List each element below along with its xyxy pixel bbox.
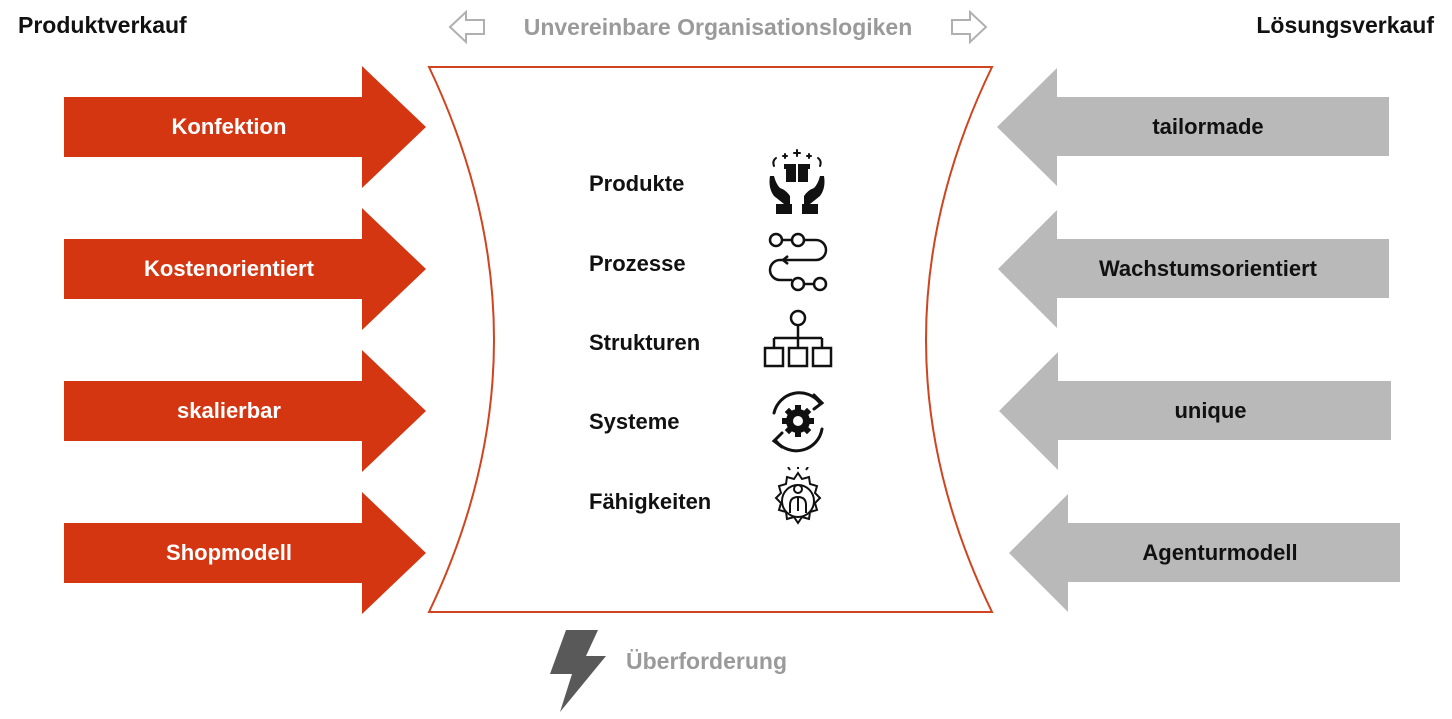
right-arrow-label-1: tailormade: [1152, 113, 1264, 139]
hands-with-gift-icon: [769, 149, 825, 214]
center-shape: [427, 66, 994, 613]
left-arrow-label-2: Kostenorientiert: [144, 256, 314, 281]
left-arrow-1: [64, 66, 426, 188]
arrow-right-outline-icon: [951, 10, 988, 44]
left-arrow-3: [64, 350, 426, 472]
right-arrow-label-3: unique: [1174, 397, 1247, 423]
left-arrow-2: [64, 208, 426, 330]
center-banner: Unvereinbare Organisationslogiken: [448, 10, 988, 44]
center-item-strukturen: Strukturen: [589, 330, 701, 355]
process-flow-icon: [768, 232, 828, 292]
left-arrow-label-3: skalierbar: [177, 398, 281, 423]
left-title: Produktverkauf: [18, 12, 187, 38]
left-arrow-4: [64, 492, 426, 614]
left-arrow-label-1: Konfektion: [171, 114, 287, 139]
center-item-systeme: Systeme: [589, 409, 680, 434]
person-in-gear-icon: [774, 467, 822, 525]
right-arrow-4: [1009, 494, 1400, 612]
right-arrow-label-4: Agenturmodell: [1142, 539, 1298, 565]
center-item-produkte: Produkte: [589, 171, 685, 196]
right-arrow-label-2: Wachstumsorientiert: [1098, 255, 1317, 281]
right-title: Lösungsverkauf: [1256, 12, 1434, 38]
arrow-left-outline-icon: [448, 10, 485, 44]
gear-cycle-icon: [771, 391, 825, 453]
footer-label: Überforderung: [626, 648, 787, 674]
org-chart-icon: [763, 309, 833, 368]
center-item-faehigkeiten: Fähigkeiten: [589, 489, 712, 514]
right-arrow-1: [997, 68, 1389, 186]
center-item-prozesse: Prozesse: [589, 251, 686, 276]
right-arrow-2: [998, 210, 1389, 328]
right-arrow-3: [999, 352, 1391, 470]
center-banner-text: Unvereinbare Organisationslogiken: [523, 13, 913, 40]
left-arrow-label-4: Shopmodell: [166, 540, 292, 565]
lightning-icon: [550, 630, 606, 712]
